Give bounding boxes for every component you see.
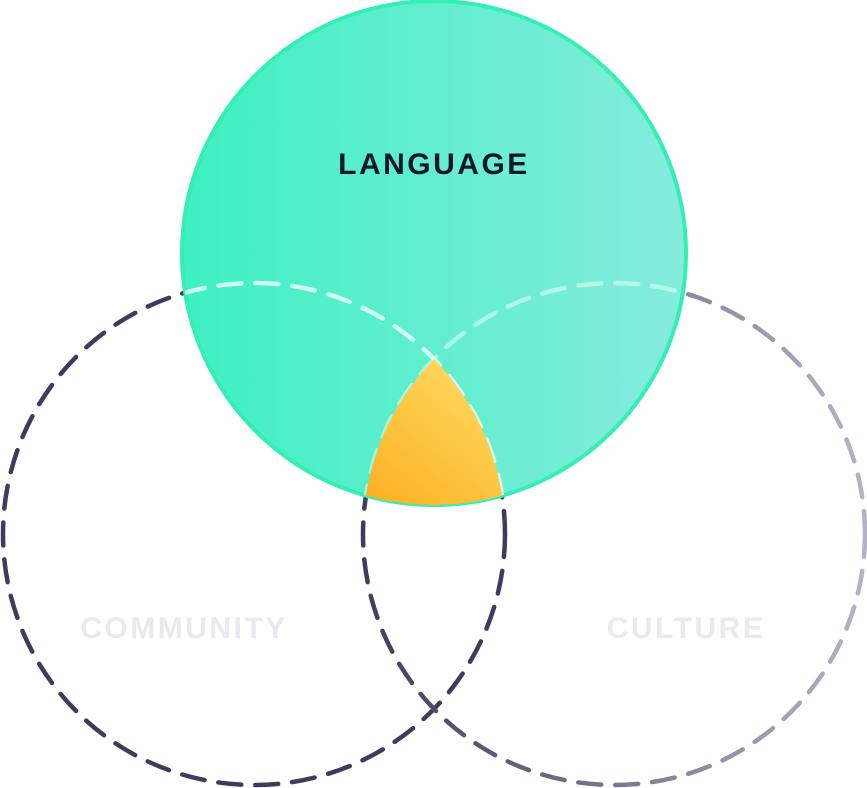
overlap-dashes <box>182 280 686 505</box>
community-dash-over-language <box>182 280 508 505</box>
culture-dash-over-language <box>360 280 686 505</box>
community-label: COMMUNITY <box>80 612 287 645</box>
culture-label: CULTURE <box>607 612 766 645</box>
language-label: LANGUAGE <box>338 148 530 181</box>
